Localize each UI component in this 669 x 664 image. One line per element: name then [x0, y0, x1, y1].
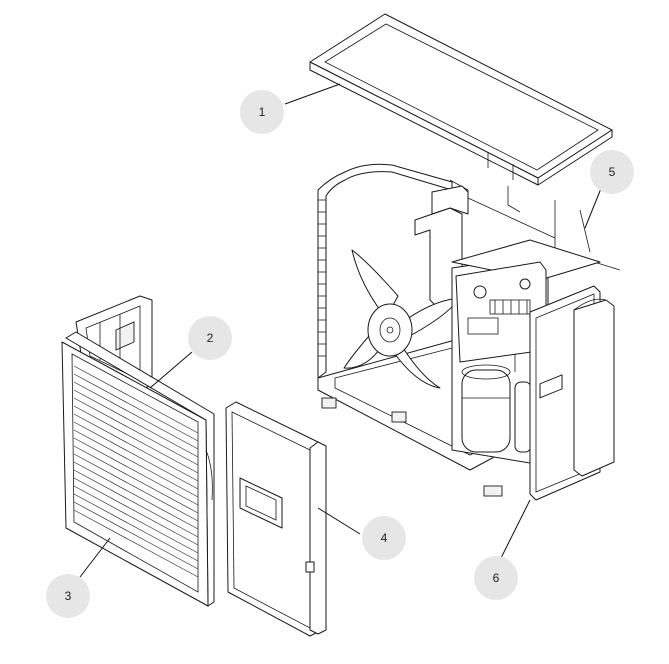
- front-panel-with-grille: [61, 295, 215, 607]
- compressor: [461, 364, 532, 453]
- callout-1-label: 1: [259, 105, 266, 119]
- leader-2: [149, 351, 193, 389]
- callout-2: 2: [188, 316, 232, 360]
- callout-6: 6: [474, 556, 518, 600]
- leader-5: [584, 185, 603, 229]
- callout-6-label: 6: [493, 571, 500, 585]
- side-service-panel: [225, 401, 327, 637]
- top-cover-panel: [309, 13, 613, 186]
- unit-main-body: [317, 163, 615, 501]
- callout-5-label: 5: [609, 165, 616, 179]
- callout-3: 3: [46, 574, 90, 618]
- leader-lines: [79, 83, 603, 578]
- callout-4: 4: [362, 516, 406, 560]
- leader-3: [79, 537, 111, 578]
- grille-slats: [73, 365, 199, 578]
- callout-1: 1: [240, 90, 284, 134]
- callout-3-label: 3: [65, 589, 72, 603]
- leader-4: [317, 507, 361, 535]
- leader-6: [499, 499, 531, 561]
- callout-2-label: 2: [207, 331, 214, 345]
- leader-1: [284, 83, 341, 105]
- condenser-coil: [318, 199, 326, 357]
- callout-4-label: 4: [381, 531, 388, 545]
- fan: [343, 249, 461, 389]
- control-box: [455, 261, 547, 363]
- side-service-cover: [573, 298, 615, 477]
- callout-5: 5: [590, 150, 634, 194]
